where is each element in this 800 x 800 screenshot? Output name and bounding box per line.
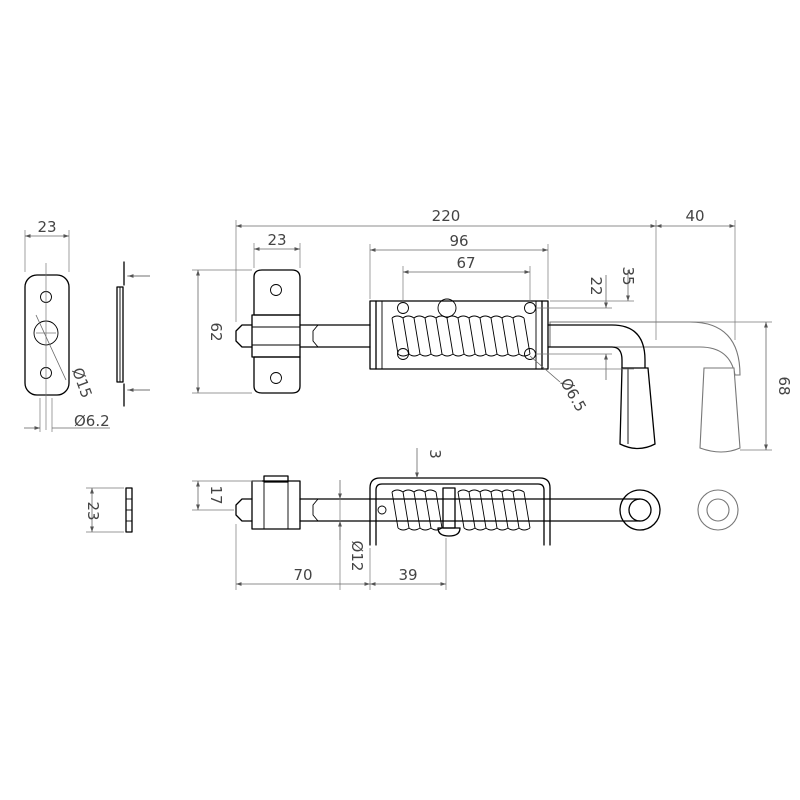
side-view-dimensions <box>192 448 447 590</box>
dim-hole-small: Ø6.2 <box>74 412 110 430</box>
dim-bracket-width: 23 <box>267 231 286 249</box>
dim-handle-height: 68 <box>775 376 793 395</box>
dim-guard-offset: 3 <box>426 449 444 459</box>
strike-plate-top-view <box>86 487 133 533</box>
dim-handle-offset: 40 <box>685 207 704 225</box>
dim-hole-large: Ø15 <box>68 365 95 400</box>
top-view-dimensions <box>192 220 772 451</box>
dim-plate-thickness: 23 <box>84 501 102 520</box>
dim-plate-width: 23 <box>37 218 56 236</box>
dim-total-length: 220 <box>432 207 461 225</box>
handle-grip <box>619 367 656 450</box>
strike-plate-side-view <box>116 261 150 407</box>
bolt-top-view <box>235 269 656 450</box>
ghost-handle-ring <box>697 489 739 531</box>
dim-housing-height: 35 <box>619 266 637 285</box>
dim-hole-spacing: 67 <box>456 254 475 272</box>
dim-housing-length: 96 <box>449 232 468 250</box>
dim-hole-row-spacing: 22 <box>587 276 605 295</box>
dim-housing-hole: Ø6.5 <box>557 375 590 415</box>
dim-pin-to-housing: 70 <box>293 566 312 584</box>
dim-bracket-height: 62 <box>207 322 225 341</box>
dim-housing-inner: 39 <box>398 566 417 584</box>
dim-bracket-depth: 17 <box>207 485 225 504</box>
ghost-handle-position <box>549 321 741 453</box>
strike-plate-front-view <box>24 230 110 432</box>
dim-pin-diameter: Ø12 <box>348 541 366 572</box>
bolt-side-view <box>235 475 661 546</box>
